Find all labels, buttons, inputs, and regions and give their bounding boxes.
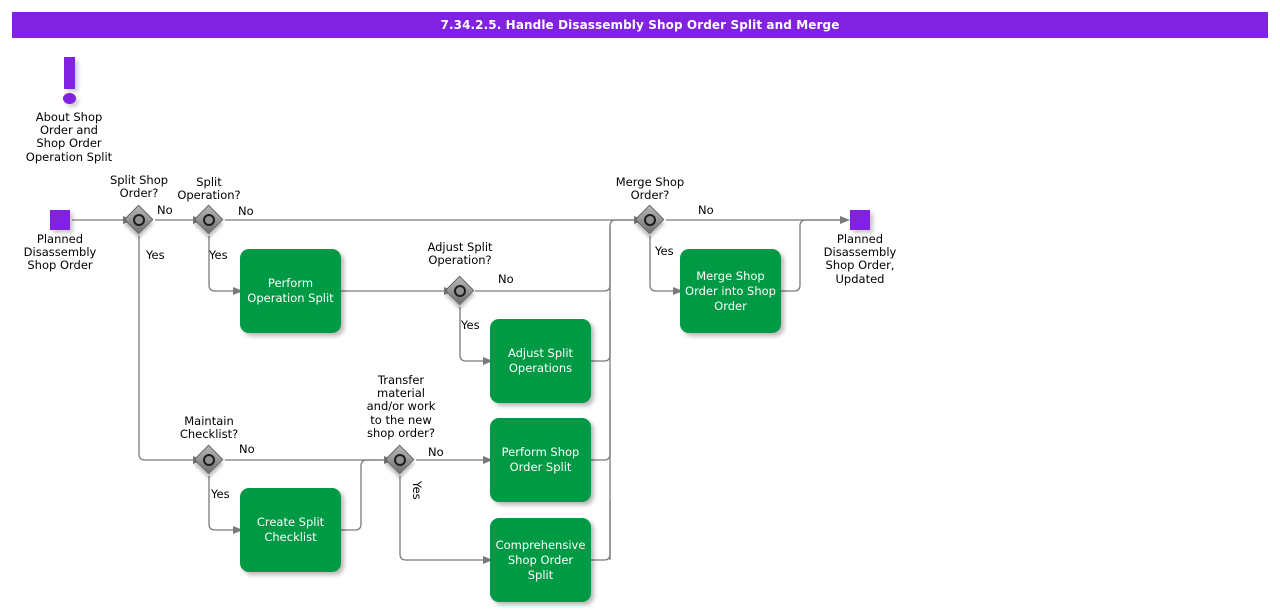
edge-label-maintain-checklist-no: No [239,442,255,456]
gateway-maintain-checklist[interactable] [194,445,224,475]
gateway-split-shop-order[interactable] [124,205,154,235]
task-comprehensive-shop-order-split[interactable]: Comprehensive Shop Order Split [490,518,591,602]
gateway-circle-icon [203,214,215,226]
gateway-circle-icon [203,454,215,466]
edge-label-adjust-split-operation-no: No [498,272,514,286]
exclamation-bar [64,57,75,89]
gateway-circle-icon [454,285,466,297]
gateway-transfer-material[interactable] [385,445,415,475]
note-label: About Shop Order and Shop Order Operatio… [25,110,113,164]
edge-label-transfer-material-no: No [428,445,444,459]
edge-label-merge-shop-order-no: No [698,203,714,217]
gateway-circle-icon [394,454,406,466]
task-perform-shop-order-split[interactable]: Perform Shop Order Split [490,418,591,502]
gateway-split-operation-label: Split Operation? [177,175,241,203]
gateway-circle-icon [133,214,145,226]
gateway-split-shop-order-label: Split Shop Order? [109,173,169,201]
edge-label-maintain-checklist-yes: Yes [211,487,230,501]
edge-label-split-shop-order-yes: Yes [146,248,165,262]
task-create-split-checklist[interactable]: Create Split Checklist [240,488,341,572]
gateway-split-operation[interactable] [194,205,224,235]
gateway-merge-shop-order-label: Merge Shop Order? [615,175,685,203]
end-event-square[interactable] [850,210,870,230]
gateway-transfer-material-label: Transfer material and/or work to the new… [366,373,436,440]
task-adjust-split-operations[interactable]: Adjust Split Operations [490,319,591,403]
gateway-circle-icon [644,214,656,226]
gateway-adjust-split-operation[interactable] [445,276,475,306]
edge-label-merge-shop-order-yes: Yes [655,244,674,258]
task-merge-shop-order-into-shop-order[interactable]: Merge Shop Order into Shop Order [680,249,781,333]
gateway-merge-shop-order[interactable] [635,205,665,235]
gateway-adjust-split-operation-label: Adjust Split Operation? [427,240,493,268]
page-title: 7.34.2.5. Handle Disassembly Shop Order … [12,12,1268,38]
end-event-label: Planned Disassembly Shop Order, Updated [823,232,897,286]
start-event-label: Planned Disassembly Shop Order [23,232,97,273]
exclamation-dot [63,93,76,104]
gateway-maintain-checklist-label: Maintain Checklist? [179,414,239,442]
start-event-square[interactable] [50,210,70,230]
edge-label-split-operation-yes: Yes [209,248,228,262]
task-perform-operation-split[interactable]: Perform Operation Split [240,249,341,333]
edge-label-adjust-split-operation-yes: Yes [461,318,480,332]
exclamation-mark-icon [58,57,84,104]
edge-label-transfer-material-yes: Yes [410,481,424,500]
edge-label-split-shop-order-no: No [157,203,173,217]
edge-label-split-operation-no: No [238,204,254,218]
